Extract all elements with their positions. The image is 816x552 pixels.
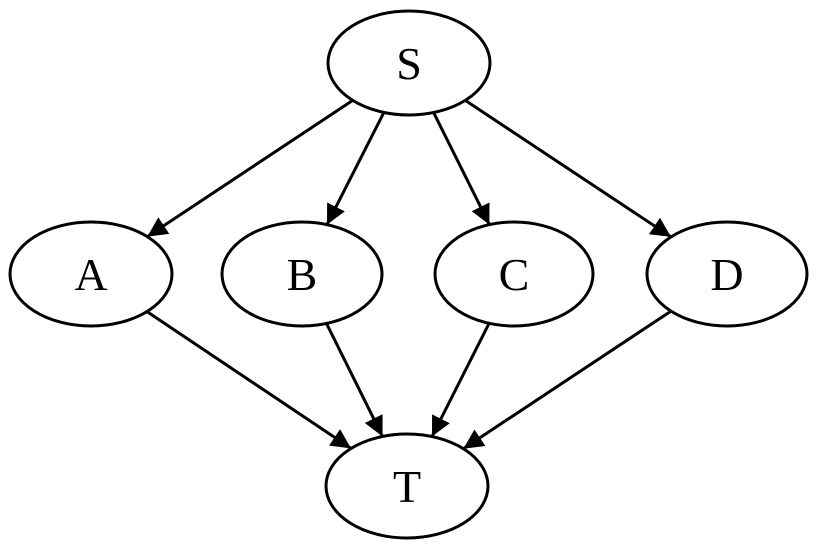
node-label-C: C [499, 249, 530, 300]
edge-S-B [325, 111, 386, 226]
node-C: C [433, 220, 595, 328]
edge-S-A [146, 99, 354, 238]
edge-A-T [146, 310, 352, 450]
nodes-layer: S A B C D T [8, 9, 809, 540]
node-ellipse-A [8, 220, 174, 328]
node-B: B [220, 220, 384, 328]
node-label-D: D [710, 249, 743, 300]
node-T: T [324, 432, 490, 540]
node-ellipse-C [433, 220, 595, 328]
node-ellipse-D [645, 220, 809, 328]
edge-S-C [432, 111, 491, 226]
node-ellipse-B [220, 220, 384, 328]
node-ellipse-S [326, 9, 492, 117]
node-label-B: B [287, 249, 318, 300]
node-A: A [8, 220, 174, 328]
node-label-A: A [74, 249, 107, 300]
node-label-S: S [396, 38, 422, 89]
edges-layer [146, 99, 672, 450]
edge-B-T [325, 322, 384, 438]
edge-S-D [464, 99, 672, 239]
node-D: D [645, 220, 809, 328]
node-S: S [326, 9, 492, 117]
edge-C-T [430, 322, 491, 438]
node-ellipse-T [324, 432, 490, 540]
edge-D-T [462, 309, 672, 450]
node-label-T: T [393, 461, 421, 512]
